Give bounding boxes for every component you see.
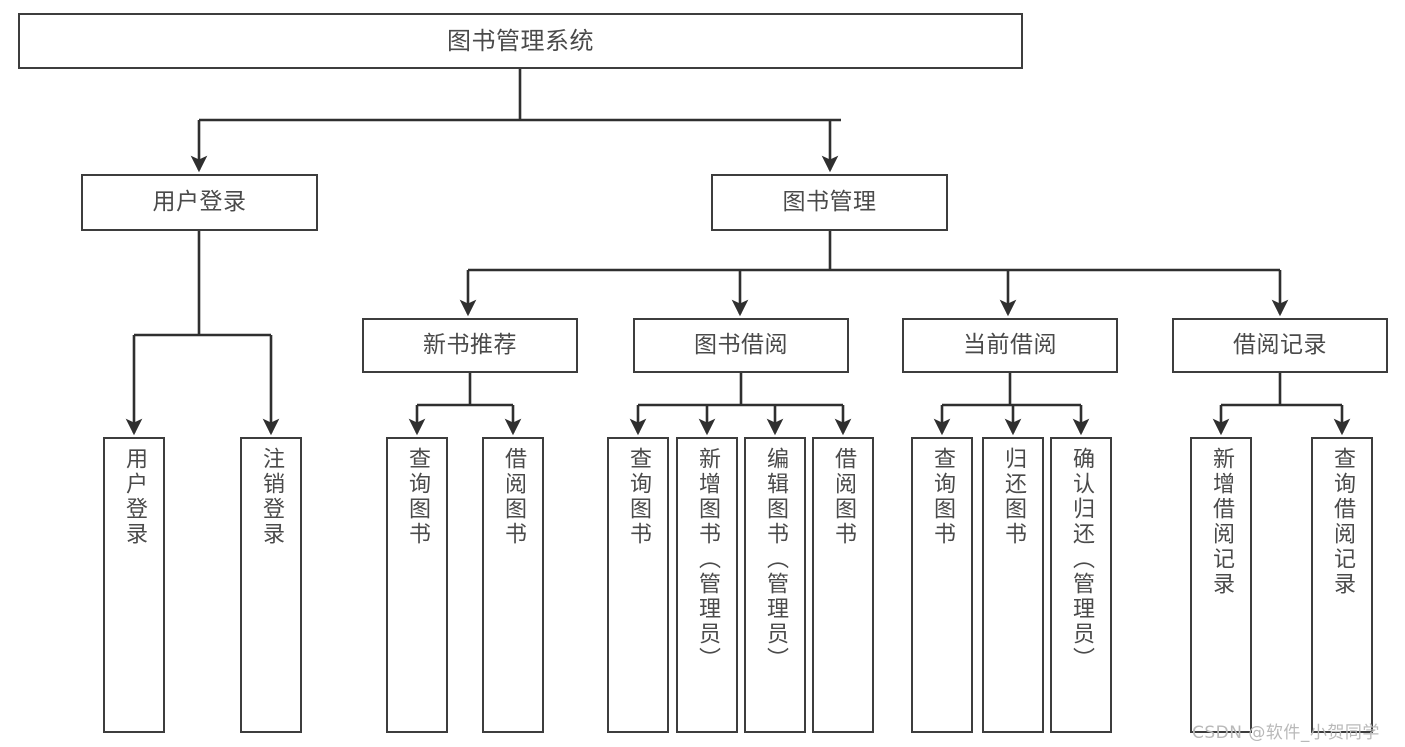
node-leaf-query-book-3[interactable]: 查询图书 [911, 437, 973, 733]
node-leaf-edit-book-label: 编辑图书（管理员） [763, 447, 788, 672]
node-book-manage[interactable]: 图书管理 [711, 174, 948, 231]
node-book-borrow-label: 图书借阅 [694, 331, 788, 358]
node-leaf-borrow-book-1[interactable]: 借阅图书 [482, 437, 544, 733]
node-leaf-user-login[interactable]: 用户登录 [103, 437, 165, 733]
node-current-borrow-label: 当前借阅 [963, 331, 1057, 358]
node-leaf-user-login-label: 用户登录 [122, 447, 147, 547]
node-leaf-query-book-3-label: 查询图书 [930, 447, 955, 547]
node-leaf-query-book-1[interactable]: 查询图书 [386, 437, 448, 733]
node-leaf-confirm-return[interactable]: 确认归还（管理员） [1050, 437, 1112, 733]
node-user-login-label: 用户登录 [152, 188, 247, 215]
node-leaf-add-book[interactable]: 新增图书（管理员） [676, 437, 738, 733]
node-new-book-recommend[interactable]: 新书推荐 [362, 318, 578, 373]
node-current-borrow[interactable]: 当前借阅 [902, 318, 1118, 373]
node-leaf-add-record-label: 新增借阅记录 [1209, 447, 1234, 597]
node-leaf-borrow-book-2-label: 借阅图书 [831, 447, 856, 547]
node-leaf-return-book[interactable]: 归还图书 [982, 437, 1044, 733]
node-leaf-confirm-return-label: 确认归还（管理员） [1069, 447, 1094, 672]
node-leaf-add-book-label: 新增图书（管理员） [695, 447, 720, 672]
node-leaf-query-book-1-label: 查询图书 [405, 447, 430, 547]
node-borrow-record[interactable]: 借阅记录 [1172, 318, 1388, 373]
node-user-login[interactable]: 用户登录 [81, 174, 318, 231]
node-leaf-query-record[interactable]: 查询借阅记录 [1311, 437, 1373, 733]
node-leaf-borrow-book-1-label: 借阅图书 [501, 447, 526, 547]
node-leaf-edit-book[interactable]: 编辑图书（管理员） [744, 437, 806, 733]
node-leaf-borrow-book-2[interactable]: 借阅图书 [812, 437, 874, 733]
node-borrow-record-label: 借阅记录 [1233, 331, 1327, 358]
node-root-label: 图书管理系统 [447, 26, 594, 55]
node-leaf-query-book-2[interactable]: 查询图书 [607, 437, 669, 733]
node-book-manage-label: 图书管理 [782, 188, 877, 215]
node-new-book-recommend-label: 新书推荐 [423, 331, 517, 358]
node-leaf-user-logout-label: 注销登录 [259, 447, 284, 547]
node-book-borrow[interactable]: 图书借阅 [633, 318, 849, 373]
node-leaf-query-record-label: 查询借阅记录 [1330, 447, 1355, 597]
node-leaf-query-book-2-label: 查询图书 [626, 447, 651, 547]
node-leaf-return-book-label: 归还图书 [1001, 447, 1026, 547]
node-root[interactable]: 图书管理系统 [18, 13, 1023, 69]
node-leaf-user-logout[interactable]: 注销登录 [240, 437, 302, 733]
node-leaf-add-record[interactable]: 新增借阅记录 [1190, 437, 1252, 733]
csdn-watermark: CSDN @软件_小贺同学 [1192, 723, 1380, 743]
